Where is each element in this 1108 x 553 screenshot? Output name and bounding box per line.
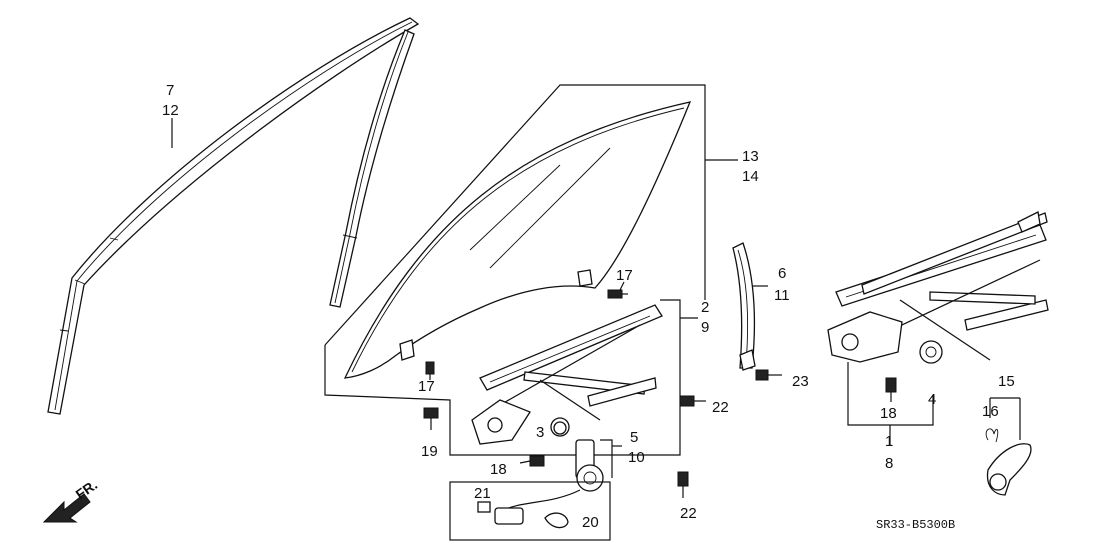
- callout-16: 16: [982, 403, 999, 420]
- clip-3: [553, 421, 567, 435]
- callout-21: 21: [474, 485, 491, 502]
- callout-23: 23: [792, 373, 809, 390]
- callout-2: 2: [701, 299, 709, 316]
- callout-10: 10: [628, 449, 645, 466]
- rear-sash-part: [732, 242, 756, 371]
- callout-18b: 18: [880, 405, 897, 422]
- glass-group-bracket-lower: [324, 345, 560, 456]
- regulator-bracket: [560, 299, 681, 456]
- callout-14: 14: [742, 168, 759, 185]
- callout-4: 4: [928, 391, 936, 408]
- bolt-19: [423, 407, 439, 430]
- callout-1: 1: [885, 433, 893, 450]
- callout-22a: 22: [712, 399, 729, 416]
- bolt-18a: [519, 455, 545, 467]
- window-regulator-part: [471, 304, 663, 445]
- bolt-22b: [677, 471, 689, 498]
- door-glass-part: [343, 101, 692, 379]
- glass-group-bracket: [324, 84, 706, 346]
- leader-17a: [619, 281, 625, 291]
- callout-7: 7: [166, 82, 174, 99]
- glass-run-channel-part: [329, 29, 415, 308]
- callout-12: 12: [162, 102, 179, 119]
- bolt-22a: [679, 395, 706, 407]
- callout-5: 5: [630, 429, 638, 446]
- callout-6: 6: [778, 265, 786, 282]
- motor-bracket: [600, 439, 613, 478]
- front-direction-arrow-icon: [42, 493, 91, 523]
- callout-17a: 17: [616, 267, 633, 284]
- regulator-motor-part: [575, 439, 604, 492]
- regulator-assembly-part: [827, 211, 1049, 364]
- door-molding-part: [47, 17, 420, 415]
- callout-15: 15: [998, 373, 1015, 390]
- bolt-17b: [425, 361, 435, 380]
- bolt-17a: [607, 289, 628, 299]
- diagram-code: SR33-B5300B: [876, 518, 955, 532]
- callout-8: 8: [885, 455, 893, 472]
- harness-part: [449, 481, 611, 541]
- front-direction-label: FR.: [73, 476, 101, 502]
- callout-17b: 17: [418, 378, 435, 395]
- bolt-18b: [885, 377, 897, 402]
- callout-3: 3: [536, 424, 544, 441]
- callout-11: 11: [774, 287, 790, 304]
- regulator-handle-part: [985, 428, 1032, 496]
- callout-19: 19: [421, 443, 438, 460]
- handle-bracket: [989, 397, 1021, 440]
- callout-22b: 22: [680, 505, 697, 522]
- callout-18a: 18: [490, 461, 507, 478]
- bolt-23: [755, 369, 782, 381]
- callout-20: 20: [582, 514, 599, 531]
- callout-13: 13: [742, 148, 759, 165]
- callout-9: 9: [701, 319, 709, 336]
